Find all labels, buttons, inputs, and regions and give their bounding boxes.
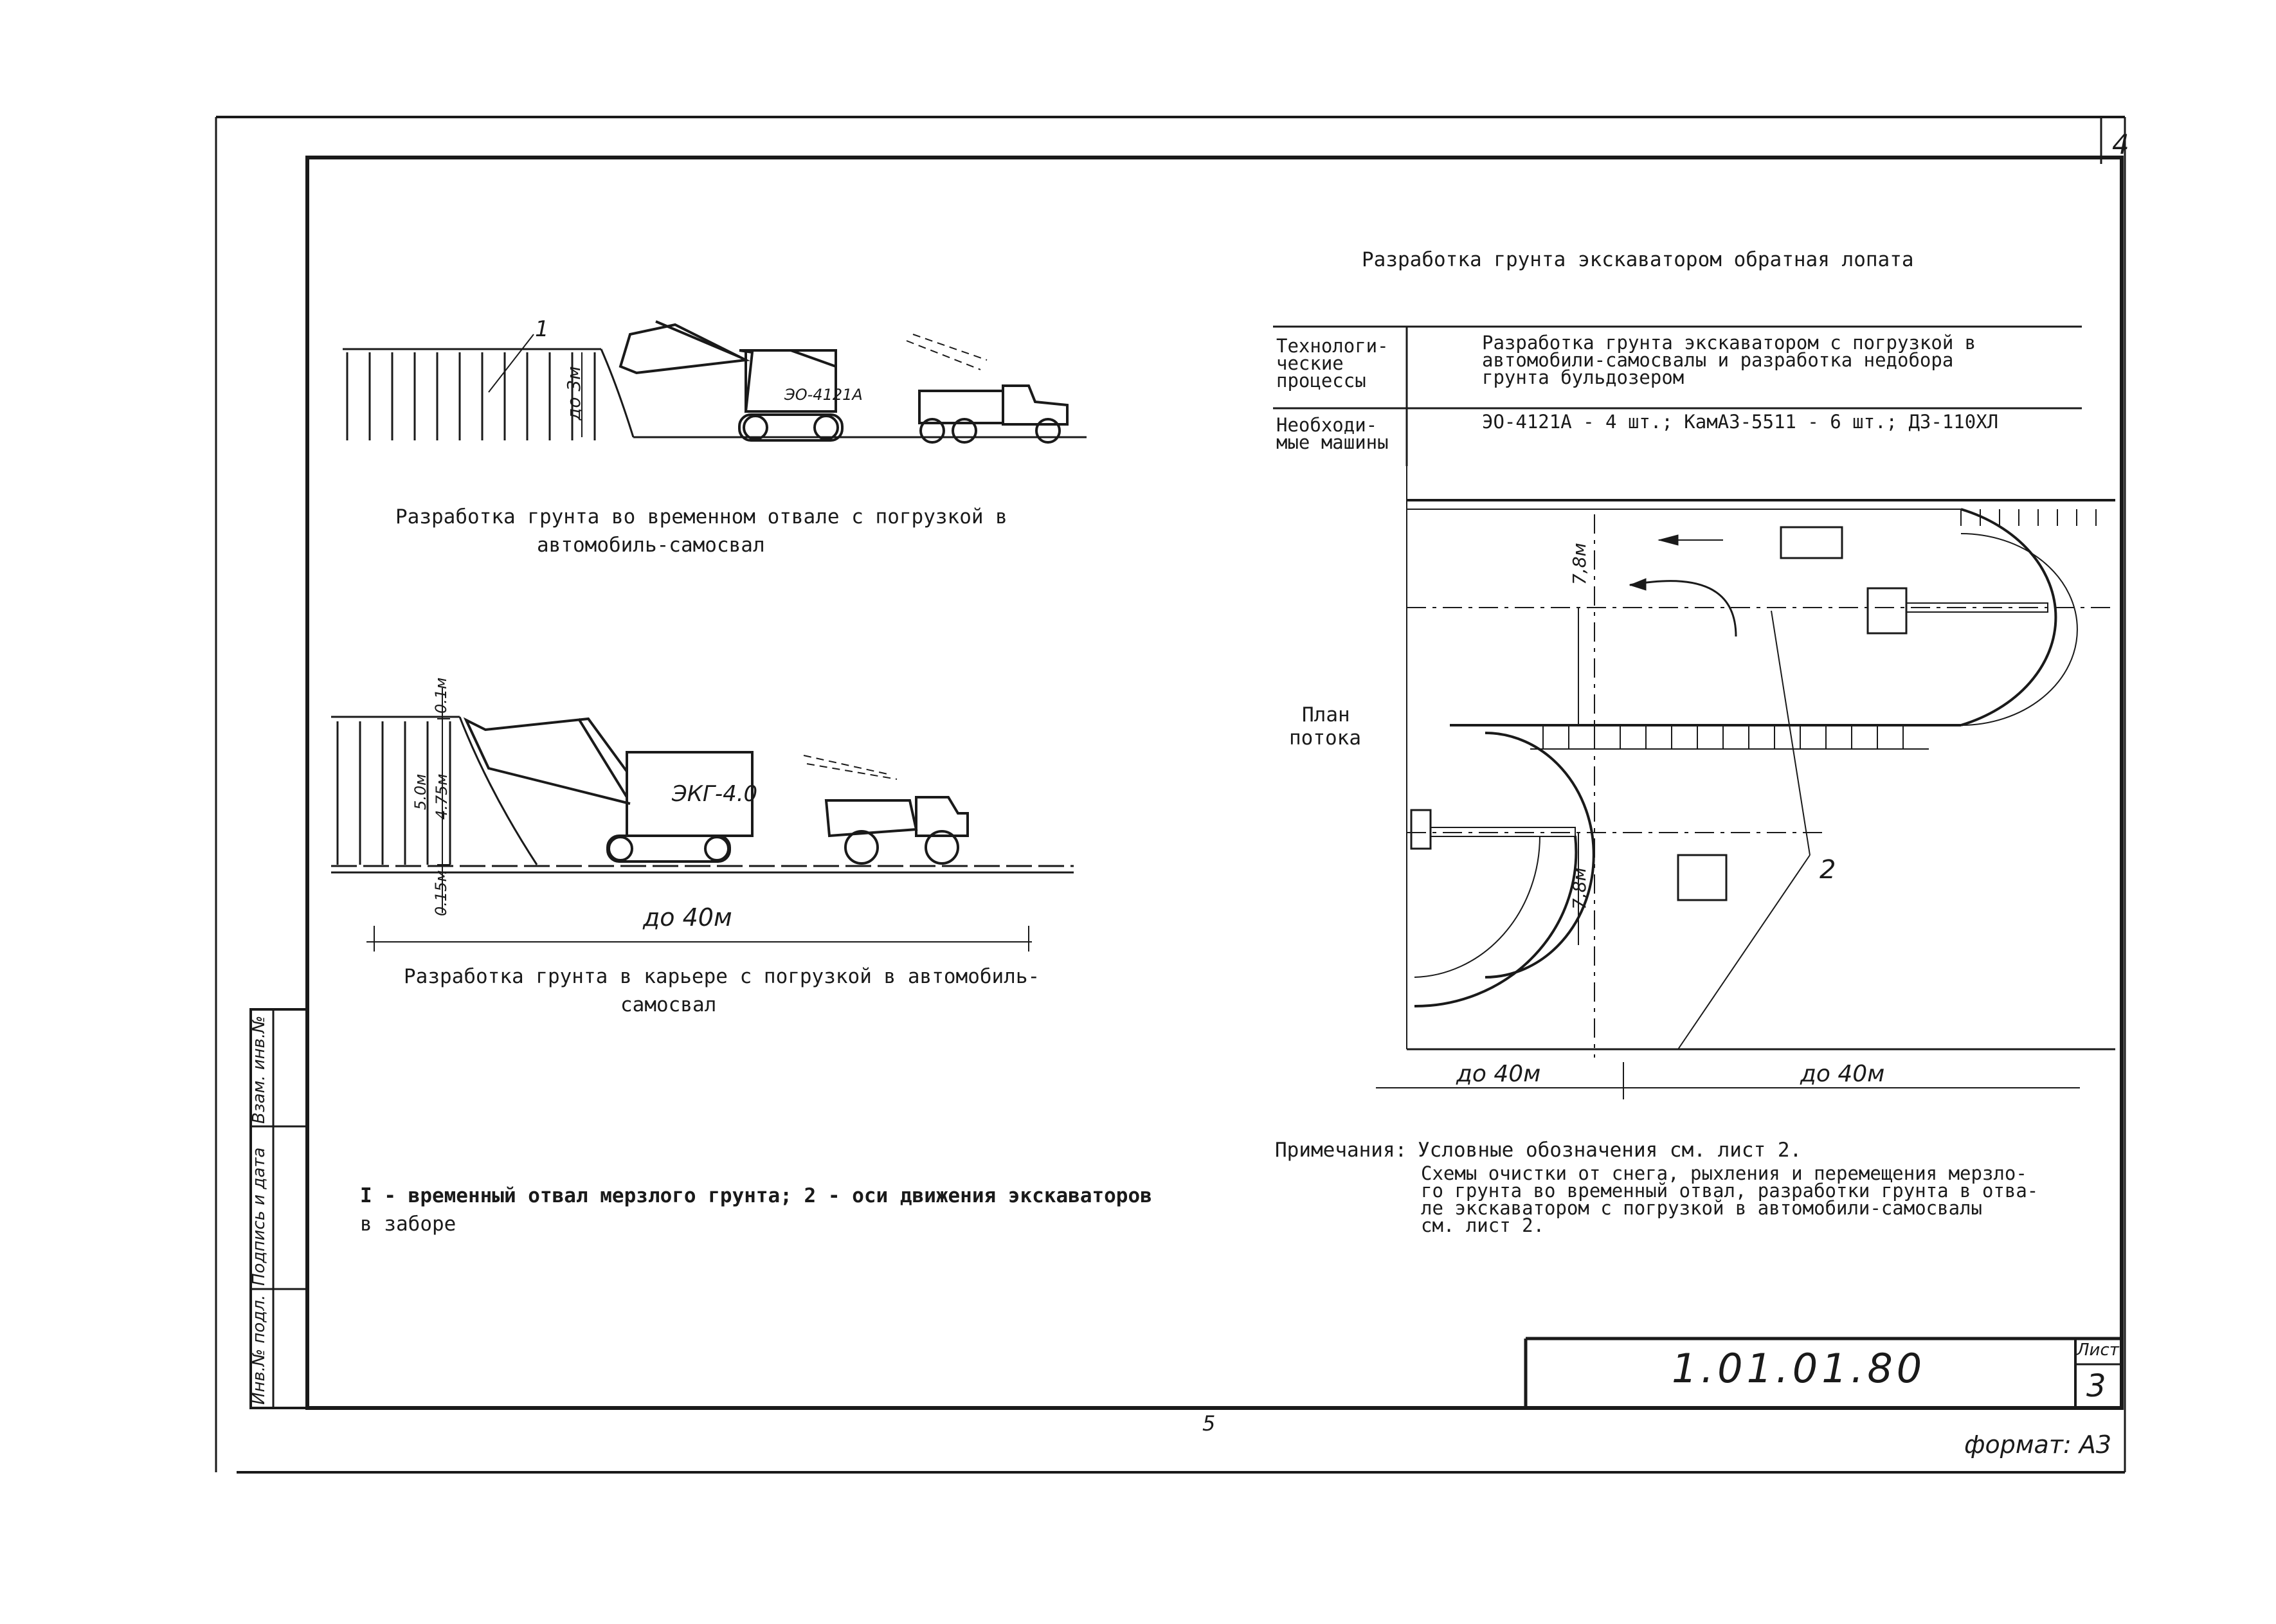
fig2-drawing [331, 688, 1074, 952]
title-block [1524, 1337, 2122, 1408]
fig2-excavator [463, 717, 754, 863]
notes-line3: го грунта во временный отвал, разработки… [1421, 1180, 2039, 1202]
table-row1-label-1: Технологи- [1276, 335, 1389, 357]
plan-width-left: до 40м [1456, 1061, 1541, 1087]
fig2-caption-line2: самосвал [620, 993, 717, 1016]
sheet-label: Лист [2077, 1340, 2119, 1360]
fig1-dim-label: до 3м [563, 366, 584, 420]
fig2-truck [803, 755, 969, 865]
fig1-caption-line2: автомобиль-самосвал [537, 534, 765, 557]
plan-label-line1: План [1302, 703, 1350, 726]
table-row2-value: ЭО-4121А - 4 шт.; КамАЗ-5511 - 6 шт.; ДЗ… [1482, 411, 1999, 433]
fig1-caption-line1: Разработка грунта во временном отвале с … [395, 505, 1007, 528]
fig1-excavator-label: ЭО-4121А [784, 386, 863, 404]
plan-dim-top: 7,8м [1569, 543, 1590, 585]
side-stamp-cell-2: Подпись и дата [249, 1147, 269, 1286]
table-row1-label-2: ческие [1276, 352, 1344, 374]
plan-callout: 2 [1820, 855, 1836, 885]
fig1-truck [906, 334, 1069, 444]
legend-line1: I - временный отвал мерзлого грунта; 2 -… [360, 1184, 1152, 1207]
legend-line2: в заборе [360, 1213, 456, 1236]
side-stamp-cell-3: Взам. инв.№ [249, 1015, 269, 1124]
format-label: формат: А3 [1964, 1430, 2112, 1459]
table-row2-label-2: мые машины [1276, 431, 1389, 453]
notes-line2: Схемы очистки от снега, рыхления и перем… [1421, 1162, 2027, 1184]
right-title: Разработка грунта экскаватором обратная … [1362, 248, 1914, 271]
page-footer-number: 5 [1202, 1411, 1216, 1436]
table-row1-label-3: процессы [1276, 370, 1366, 392]
table-row1-value-3: грунта бульдозером [1482, 366, 1684, 388]
process-table [1273, 325, 2082, 466]
plan-dim-bottom: 7,8м [1569, 867, 1590, 910]
fig2-excavator-label: ЭКГ-4.0 [672, 781, 758, 807]
fig1-excavator [619, 320, 844, 442]
corner-sheet-number: 4 [2112, 129, 2129, 160]
table-row1-value-1: Разработка грунта экскаватором с погрузк… [1482, 332, 1976, 354]
plan-label-line2: потока [1289, 726, 1361, 750]
fig2-dim-c: 0.15м [432, 870, 450, 916]
document-code: 1.01.01.80 [1672, 1345, 1926, 1392]
sheet-number: 3 [2086, 1368, 2106, 1404]
fig2-dim-top: 0.1м [432, 677, 450, 714]
notes-label: Примечания: [1275, 1139, 1407, 1162]
table-row2-label-1: Необходи- [1276, 414, 1378, 436]
fig1-callout: 1 [535, 316, 549, 342]
notes-line4: ле экскаватором с погрузкой в автомобили… [1421, 1197, 1982, 1219]
fig1-drawing [343, 320, 1087, 444]
plan-width-right: до 40м [1800, 1061, 1885, 1087]
table-row1-value-2: автомобили-самосвалы и разработка недобо… [1482, 349, 1954, 371]
flow-plan [1376, 466, 2115, 1099]
fig2-dim-b: 4.75м [433, 773, 451, 820]
fig2-width-label: до 40м [643, 903, 732, 932]
fig2-caption-line1: Разработка грунта в карьере с погрузкой … [404, 965, 1040, 988]
inner-frame [305, 156, 2124, 1410]
notes-line5: см. лист 2. [1421, 1214, 1545, 1236]
fig2-dim-a: 5.0м [411, 773, 429, 810]
side-stamp [249, 1008, 309, 1409]
notes-line1: Условные обозначения см. лист 2. [1418, 1139, 1802, 1162]
side-stamp-cell-1: Инв.№ подл. [249, 1294, 269, 1405]
